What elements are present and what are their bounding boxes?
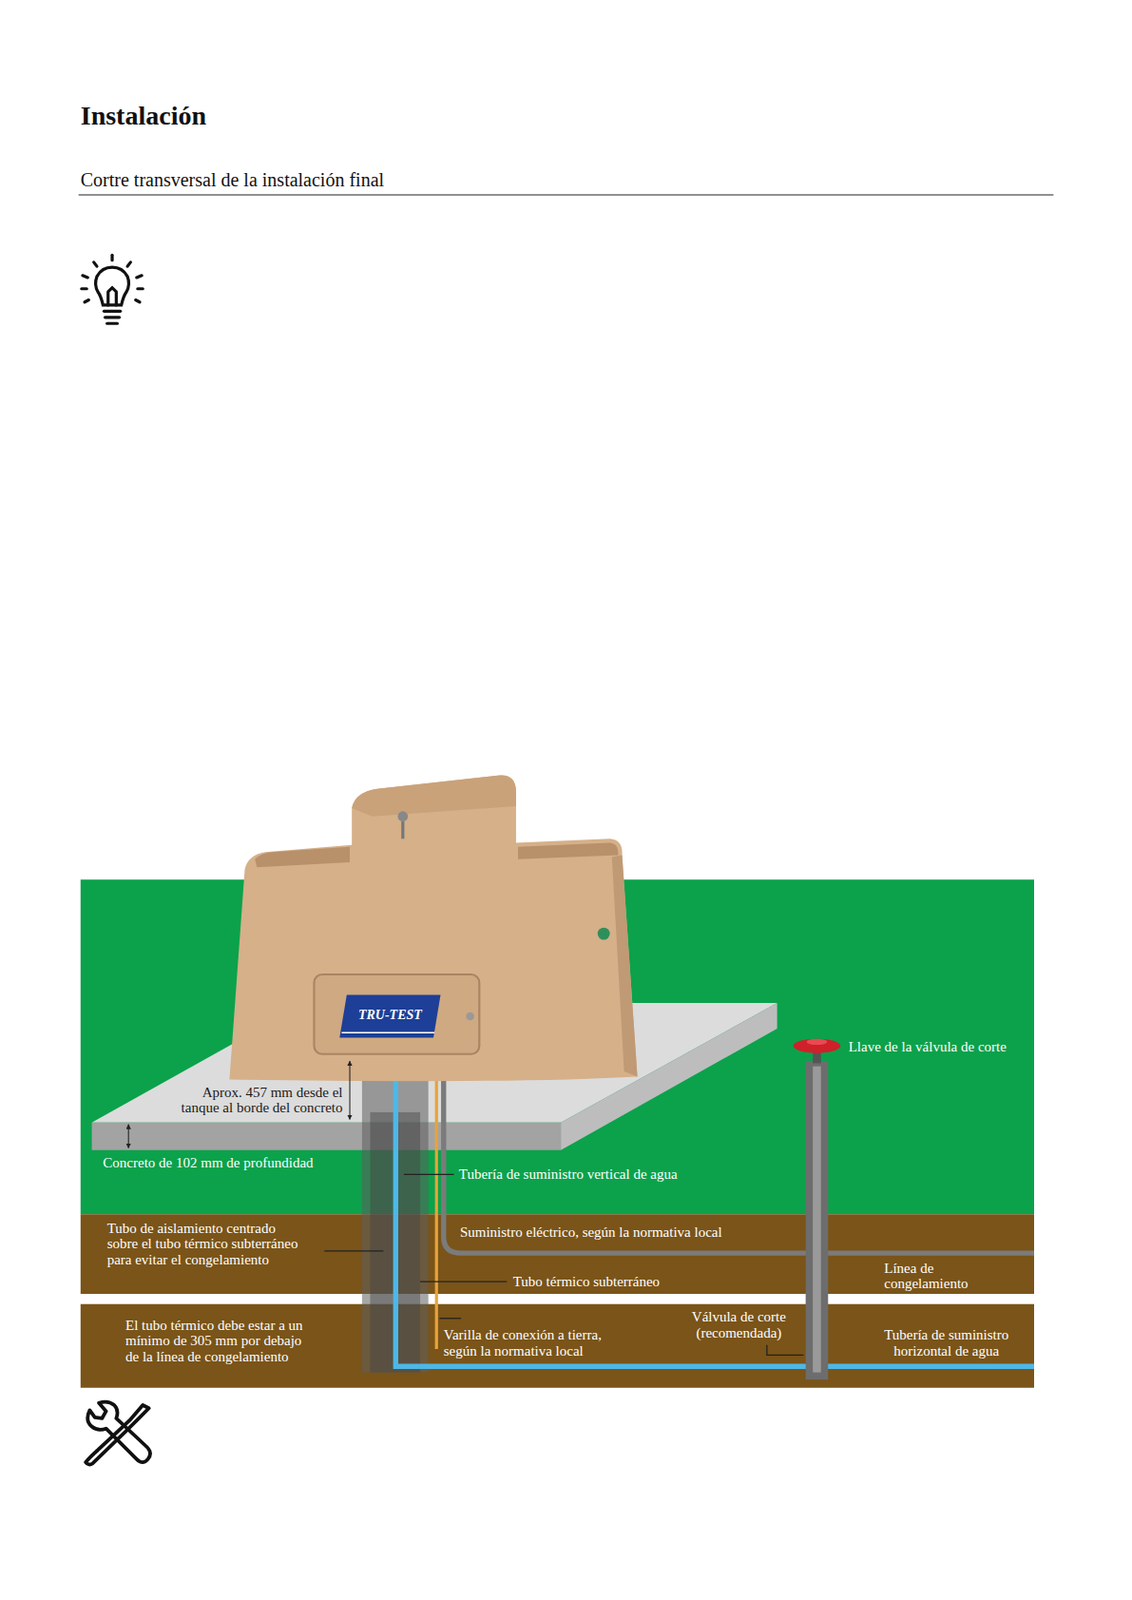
- ground-rod: [435, 1055, 439, 1349]
- dimension-line: [348, 1060, 350, 1119]
- part-label: Línea de congelamiento: [883, 1260, 1017, 1292]
- dimension-label: Concreto de 102 mm de profundidad: [102, 1154, 358, 1171]
- frost-line: [80, 1293, 1035, 1305]
- brand-logo: TRU-TEST: [339, 1007, 441, 1022]
- tools-icon: [85, 1401, 151, 1465]
- part-label: Tubería de suministro horizontal de agua: [864, 1326, 1029, 1359]
- part-label: Suministro eléctrico, según la normativa…: [460, 1224, 797, 1241]
- electric-conduit: [443, 1051, 1035, 1254]
- section-heading: Cortre transversal de la instalación fin…: [80, 169, 795, 191]
- water-pipe: [395, 1055, 1035, 1366]
- part-label: Tubo de aislamiento centrado sobre el tu…: [107, 1220, 317, 1268]
- soil-lower: [80, 1304, 1035, 1388]
- part-label: Tubo térmico subterráneo: [513, 1273, 718, 1290]
- tip-icon: [81, 254, 143, 324]
- page-title: Instalación: [80, 101, 489, 132]
- dimension-line: [128, 1124, 130, 1149]
- part-label: Varilla de conexión a tierra, según la n…: [443, 1326, 649, 1359]
- shutoff-valve: [793, 1038, 841, 1380]
- waterer-tank: [229, 775, 637, 1082]
- part-label: Válvula de corte (recomendada): [680, 1308, 798, 1341]
- part-label: Llave de la válvula de corte: [848, 1038, 1054, 1056]
- dimension-label: Aprox. 457 mm desde el tanque al borde d…: [123, 1084, 344, 1116]
- part-label: Tubería de suministro vertical de agua: [459, 1166, 766, 1183]
- note-label: El tubo térmico debe estar a un mínimo d…: [125, 1317, 359, 1365]
- heading-rule: [78, 193, 1055, 195]
